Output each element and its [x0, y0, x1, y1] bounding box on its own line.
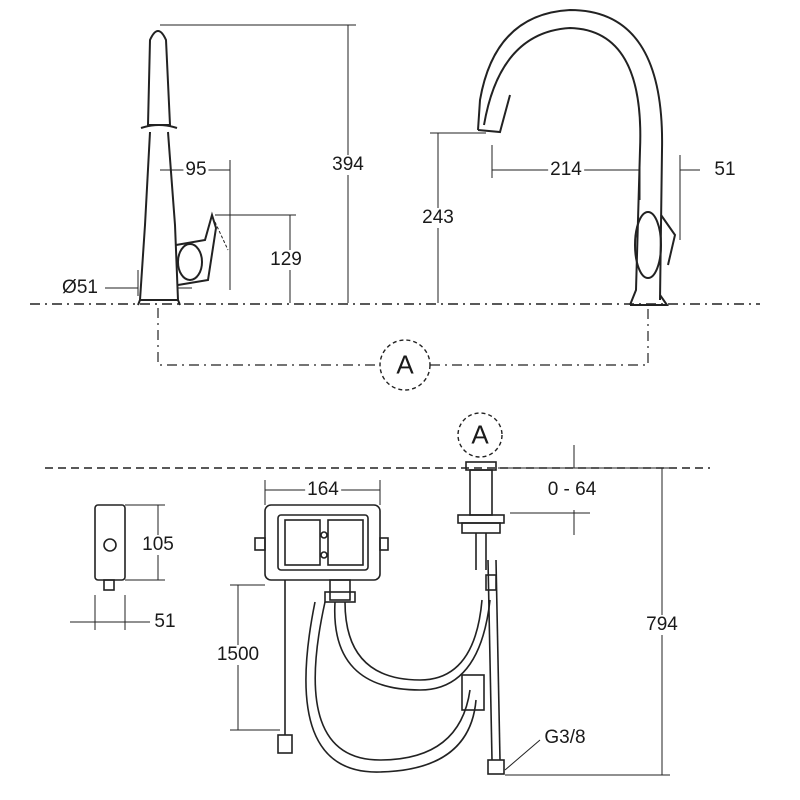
- front-faucet: [137, 30, 218, 306]
- dim-cable-length: 1500: [214, 644, 262, 665]
- dim-handle-height: 129: [268, 249, 304, 270]
- dim-handle-offset: 95: [183, 159, 209, 180]
- sensor-dimensions: [70, 504, 165, 630]
- dim-sensor-width: 51: [152, 611, 178, 632]
- hoses: [277, 559, 505, 775]
- dim-reach: 214: [548, 159, 584, 180]
- dim-box-width: 164: [305, 479, 341, 500]
- connection-line: [157, 308, 649, 366]
- dim-total-height: 394: [330, 154, 366, 175]
- faucet-shank: [457, 461, 505, 591]
- connection-marker-top: A: [396, 349, 414, 380]
- dim-hose-length: 794: [644, 614, 680, 635]
- dim-spout-height: 243: [420, 207, 456, 228]
- dim-handle-width: 51: [712, 159, 738, 180]
- connection-marker-bottom: A: [471, 419, 489, 450]
- dim-deck-thickness: 0 - 64: [545, 479, 599, 500]
- marker-circle-bottom: [457, 412, 503, 458]
- marker-circle-top: [379, 339, 431, 391]
- sensor-unit: [94, 504, 126, 591]
- thread-label: G3/8: [542, 727, 588, 748]
- dim-sensor-height: 105: [140, 534, 176, 555]
- dim-base-diameter: Ø51: [60, 277, 100, 298]
- control-box: [254, 504, 389, 603]
- side-faucet: [477, 8, 677, 306]
- box-dimensions: [230, 480, 381, 731]
